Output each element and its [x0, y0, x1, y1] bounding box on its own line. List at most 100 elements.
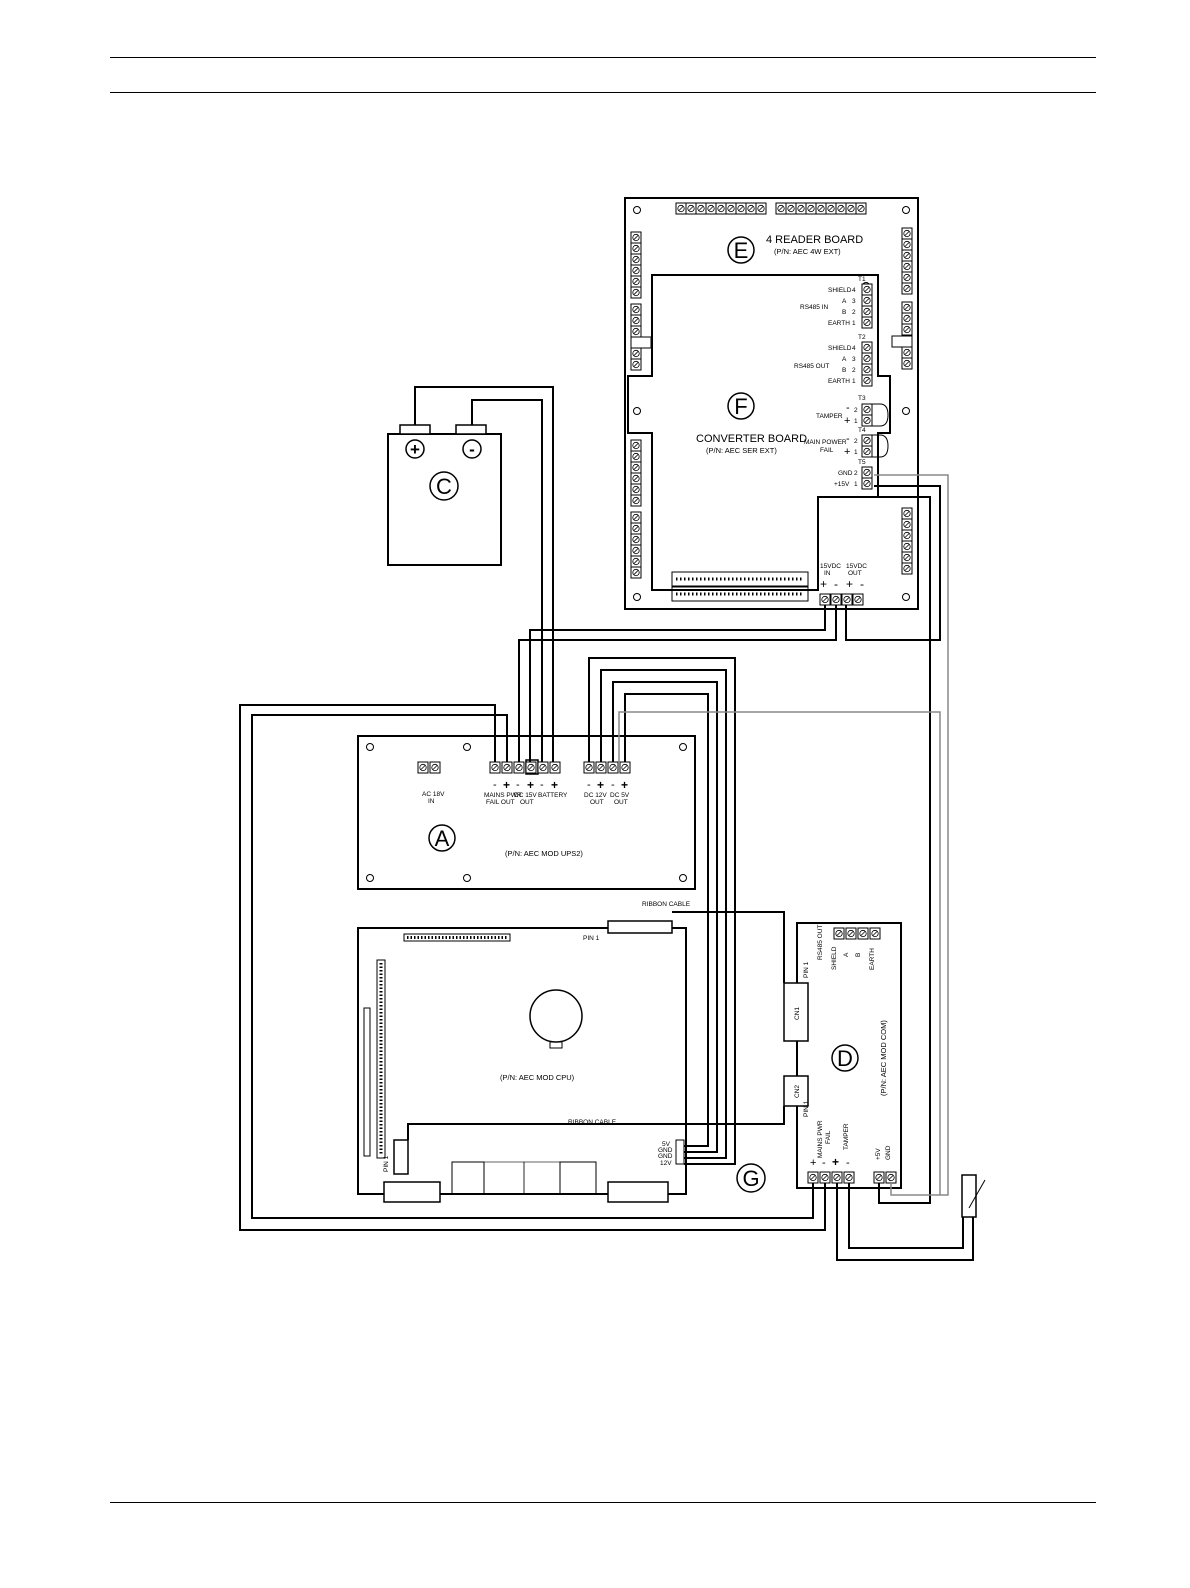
- t4-minus: -: [846, 433, 850, 445]
- com-pin1-top: PIN 1: [803, 961, 810, 978]
- com-mains-minus: -: [822, 1157, 826, 1169]
- ups-dc15-out-label: OUT: [520, 799, 534, 806]
- t1-shield: SHIELD: [828, 287, 852, 294]
- cpu-board: (P/N: AEC MOD CPU) RIBBON CABLE PIN 1 RI…: [357, 901, 691, 1203]
- header-rule-top: [110, 57, 1096, 58]
- t2-a: A: [842, 356, 847, 363]
- ups-dc5-plus: +: [621, 778, 628, 792]
- com-fail: FAIL: [825, 1130, 832, 1144]
- t5-plus15: +15V: [834, 481, 850, 488]
- cpu-ribbon-bottom: RIBBON CABLE: [568, 1119, 617, 1126]
- com-a: A: [843, 952, 850, 957]
- g-marker: [736, 1163, 766, 1193]
- vdc-in-sub: IN: [824, 570, 831, 577]
- cpu-gnd1: GND: [658, 1147, 673, 1154]
- t1-pin3: 3: [852, 298, 856, 305]
- label-f: F: [734, 394, 747, 419]
- com-cn2: CN2: [794, 1085, 801, 1098]
- com-cn1: CN1: [794, 1007, 801, 1020]
- com-pn: (P/N: AEC MOD COM): [879, 1020, 888, 1096]
- ups-dc12-out-label: OUT: [590, 799, 604, 806]
- t1-pin2: 2: [852, 309, 856, 316]
- ups-dc12-minus: -: [587, 779, 591, 791]
- t4-plus: +: [844, 446, 850, 458]
- rs485-out-label: RS485 OUT: [794, 363, 829, 370]
- vdc-out-sub: OUT: [848, 570, 862, 577]
- com-tamper: TAMPER: [843, 1123, 850, 1150]
- ups-board: AC 18V IN - + - + - + - + - + MAINS PWR …: [357, 735, 696, 890]
- t1-pin4: 4: [852, 287, 856, 294]
- t1-pin1: 1: [852, 320, 856, 327]
- tamper-label: TAMPER: [816, 413, 843, 420]
- t2-pin1: 1: [852, 378, 856, 385]
- com-mains-plus: +: [810, 1157, 816, 1169]
- t2-shield: SHIELD: [828, 345, 852, 352]
- t5-label: T5: [858, 459, 866, 466]
- ups-dc5-out-label: OUT: [614, 799, 628, 806]
- vdc-in-label: 15VDC: [820, 563, 841, 570]
- com-mains: MAINS PWR: [817, 1120, 824, 1158]
- main-power-fail-label: FAIL: [820, 447, 834, 454]
- main-power-label: MAIN POWER: [804, 439, 847, 446]
- cpu-pn: (P/N: AEC MOD CPU): [500, 1073, 575, 1082]
- t2-earth: EARTH: [828, 378, 850, 385]
- wires: [239, 386, 974, 1261]
- t2-label: T2: [858, 334, 866, 341]
- t5-pin2: 2: [854, 470, 858, 477]
- ups-dc5-label: DC 5V: [610, 792, 630, 799]
- ups-pn: (P/N: AEC MOD UPS2): [505, 849, 583, 858]
- cpu-12v: 12V: [660, 1160, 672, 1167]
- grey-wires: [618, 474, 949, 1196]
- label-d: D: [837, 1046, 853, 1071]
- cpu-pin1-top: PIN 1: [583, 935, 600, 942]
- header-rule-bottom: [110, 92, 1096, 93]
- ups-fail-out-label: FAIL OUT: [486, 799, 515, 806]
- reader-board: E 4 READER BOARD (P/N: AEC 4W EXT): [624, 197, 919, 610]
- t4-pin1: 1: [854, 449, 858, 456]
- t1-earth: EARTH: [828, 320, 850, 327]
- t3-plus: +: [844, 415, 850, 427]
- ups-mains-minus: -: [493, 779, 497, 791]
- ups-dc12-label: DC 12V: [584, 792, 607, 799]
- ups-dc12-plus: +: [597, 778, 604, 792]
- com-b: B: [855, 953, 862, 957]
- battery-plus-terminal: [405, 439, 425, 459]
- cpu-gnd2: GND: [658, 1153, 673, 1160]
- battery-plus-label: +: [410, 440, 420, 459]
- t3-minus: -: [846, 402, 850, 414]
- com-earth: EARTH: [869, 948, 876, 970]
- t1-label: T1: [858, 276, 866, 283]
- cpu-pin1-side: PIN 1: [383, 1155, 390, 1172]
- com-rs485-out: RS485 OUT: [817, 925, 824, 960]
- ups-mains-plus: +: [503, 778, 510, 792]
- com-tamper-minus: -: [846, 1157, 850, 1169]
- t2-pin4: 4: [852, 345, 856, 352]
- ups-batt-plus: +: [551, 778, 558, 792]
- com-gnd: GND: [885, 1145, 892, 1160]
- vdc-out-plus: +: [846, 577, 853, 591]
- t2-b: B: [842, 367, 846, 374]
- com-board: RS485 OUT SHIELD A B EARTH CN1 PIN 1 CN2…: [783, 922, 902, 1189]
- t4-pin2: 2: [854, 438, 858, 445]
- t1-a: A: [842, 298, 847, 305]
- com-shield: SHIELD: [831, 946, 838, 970]
- battery-minus-terminal: [462, 439, 482, 459]
- vdc-in-plus: +: [820, 577, 827, 591]
- com-5v: +5V: [875, 1148, 882, 1160]
- t4-label: T4: [858, 427, 866, 434]
- converter-board-pn: (P/N: AEC SER EXT): [706, 446, 777, 455]
- ups-ac-in-label: AC 18V: [422, 791, 445, 798]
- t2-pin2: 2: [852, 367, 856, 374]
- ups-battery-label: BATTERY: [538, 792, 568, 799]
- ups-batt-minus: -: [540, 779, 544, 791]
- battery: + - C: [387, 424, 502, 566]
- ups-dc5-minus: -: [611, 779, 615, 791]
- label-e: E: [734, 238, 749, 263]
- vdc-out-label: 15VDC: [846, 563, 867, 570]
- vdc-out-minus: -: [860, 577, 864, 591]
- t2-pin3: 3: [852, 356, 856, 363]
- label-a: A: [435, 826, 450, 851]
- com-pin1-bot: PIN 1: [803, 1100, 810, 1117]
- label-g: G: [742, 1166, 759, 1191]
